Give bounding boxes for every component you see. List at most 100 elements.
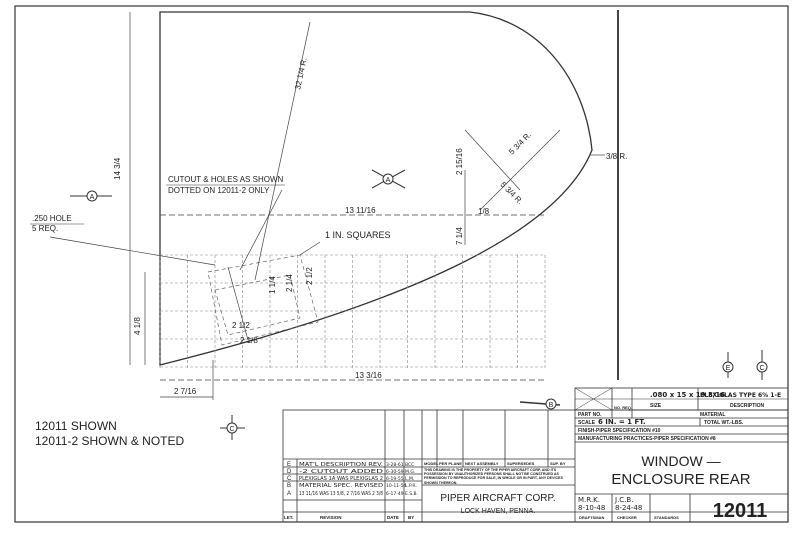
scale-value: 6 IN. = 1 FT. — [598, 418, 646, 426]
draftsman: M.R.K. — [578, 496, 600, 504]
dim-d2: 1/8 — [478, 207, 490, 216]
section-marker-c-right: C — [756, 350, 768, 380]
revision-text: MATERIAL SPEC. REVISED — [299, 483, 383, 489]
dim-d1: 2 15/16 — [455, 148, 464, 175]
dim-cut-w1: 2 1/2 — [232, 321, 250, 330]
total-weight-label: TOTAL WT.-LBS. — [704, 420, 744, 426]
dim-radius-mid-2: 5 3/4 R. — [499, 180, 525, 206]
revision-letter: B — [287, 483, 291, 489]
usage-header: SUPERSEDES — [507, 461, 535, 466]
revision-header: DATE — [387, 515, 399, 520]
material-size: .080 x 15 x 19 3/16 — [650, 391, 725, 399]
revision-letter: A — [287, 491, 291, 497]
draftsman-date: 8-10-48 — [578, 504, 605, 512]
dim-left-offset: 2 7/16 — [174, 387, 197, 396]
note-shown-1: 12011 SHOWN — [35, 419, 117, 433]
company-name: PIPER AIRCRAFT CORP. — [440, 493, 555, 504]
ownership-notice: THIS DRAWING IS THE PROPERTY OF THE PIPE… — [424, 468, 563, 485]
dim-cut-h3: 1 1/4 — [268, 276, 277, 294]
dim-radius-large: 32 1/4 R. — [293, 57, 309, 91]
no-req-label: NO. REQ. — [614, 405, 632, 410]
revision-date: 6-17-49 — [386, 491, 404, 497]
revision-text: MAT'L DESCRIPTION REV. — [299, 462, 383, 468]
cutout — [207, 254, 319, 346]
note-squares: 1 IN. SQUARES — [325, 230, 391, 240]
svg-text:A: A — [386, 177, 391, 184]
revision-by: E.S.B. — [405, 491, 418, 497]
dim-radius-mid-1: 5 3/4 R. — [507, 130, 533, 156]
section-marker-e: E — [722, 352, 734, 378]
revision-date: 3-28-61 — [386, 462, 404, 468]
revision-header: REVISION — [320, 515, 342, 520]
standards-label: STANDARDS — [654, 515, 679, 520]
revision-header: LET. — [284, 515, 293, 520]
revision-by: L.M. — [405, 476, 414, 482]
title-block — [282, 387, 789, 523]
dimension-lines — [49, 12, 605, 400]
usage-header: MODEL — [424, 461, 439, 466]
revision-by: BCC — [405, 462, 414, 468]
usage-header: PER PLANE — [439, 461, 462, 466]
svg-text:C: C — [759, 365, 764, 372]
usage-header: SUP. BY — [550, 461, 566, 466]
dim-cut-h2: 2 1/4 — [285, 274, 294, 292]
dim-width-upper: 13 11/16 — [345, 206, 376, 215]
dim-radius-tip: 3/8 R. — [606, 152, 627, 161]
revision-date: 6-19-55 — [386, 476, 404, 482]
revision-text: 13 11/16 WAS 13 5/8, 2 7/16 WAS 2 3/8 — [299, 491, 383, 497]
description-label: DESCRIPTION — [730, 403, 765, 409]
checker: J.C.B. — [614, 496, 633, 504]
note-dotted: DOTTED ON 12011-2 ONLY — [168, 186, 270, 195]
usage-header: NEXT ASSEMBLY — [465, 461, 499, 466]
material-description: PLEXIGLAS TYPE 6% 1-E — [700, 392, 781, 399]
revision-letter: C — [287, 476, 292, 482]
section-marker-c-left: C — [220, 415, 245, 440]
svg-text:B: B — [549, 402, 554, 409]
revision-by: L.P.R. — [405, 483, 417, 489]
note-hole: .250 HOLE — [32, 214, 72, 223]
section-marker-a-left: A — [70, 190, 112, 202]
section-marker-b: B — [519, 398, 561, 410]
title-line-1: WINDOW — — [641, 453, 720, 469]
revision-date: 6-30-59 — [386, 469, 404, 475]
dim-left-height: 4 1/8 — [133, 317, 142, 335]
revision-letter: E — [287, 462, 291, 468]
drawing-number: 12011 — [713, 500, 768, 522]
revision-text: PLEXIGLAS 1A WAS PLEXIGLAS 2 — [299, 476, 383, 482]
dim-height: 14 3/4 — [113, 157, 122, 180]
note-hole-req: 5 REQ. — [32, 224, 58, 233]
revision-text: -2 CUTOUT ADDED — [299, 469, 383, 475]
manufacturing-practices: MANUFACTURING PRACTICES-PIPER SPECIFICAT… — [578, 436, 716, 442]
revision-letter: D — [287, 469, 292, 475]
scale-label: SCALE — [578, 420, 596, 426]
size-label: SIZE — [650, 403, 662, 409]
part-no-label: PART NO. — [578, 412, 602, 418]
note-cutout: CUTOUT & HOLES AS SHOWN — [168, 175, 284, 184]
revision-by: M.G. — [405, 469, 415, 475]
dim-d3: 7 1/4 — [455, 227, 464, 245]
checker-label: CHECKER — [617, 515, 637, 520]
window-outline — [159, 11, 593, 366]
material-label: MATERIAL — [700, 412, 725, 418]
svg-text:C: C — [229, 426, 234, 433]
dim-cut-h1: 2 1/2 — [305, 267, 314, 285]
company-location: LOCK HAVEN, PENNA. — [461, 508, 536, 515]
dim-width-lower: 13 3/16 — [355, 371, 382, 380]
title-line-2: ENCLOSURE REAR — [611, 471, 750, 488]
inch-grid — [159, 254, 546, 368]
checker-date: 8-24-48 — [615, 504, 642, 512]
note-shown-2: 12011-2 SHOWN & NOTED — [35, 434, 184, 448]
finish-spec: FINISH-PIPER SPECIFICATION #10 — [578, 428, 661, 434]
svg-text:E: E — [726, 365, 731, 372]
revision-date: 10-11-54 — [386, 483, 407, 489]
svg-text:A: A — [90, 194, 95, 201]
dim-cut-w2: 2 1/8 — [240, 336, 258, 345]
revision-header: BY — [408, 515, 414, 520]
draftsman-label: DRAFTSMAN — [579, 515, 604, 520]
